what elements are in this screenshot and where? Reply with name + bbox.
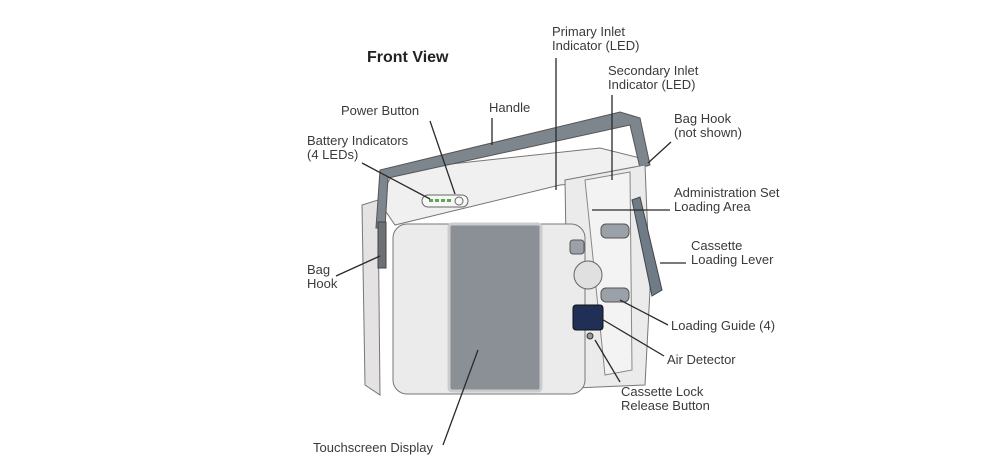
left-side-panel: [361, 199, 381, 396]
label-line: Bag Hook: [674, 111, 732, 126]
label-handle: Handle: [489, 100, 531, 115]
diagram-title: Front View: [367, 49, 449, 66]
label-line: Secondary Inlet: [608, 63, 699, 78]
cassette-lever-shape: [631, 196, 663, 297]
label-line: Primary Inlet: [552, 24, 625, 39]
label-line: Cassette Lock: [621, 384, 704, 399]
label-touchscreen: Touchscreen Display: [313, 440, 433, 455]
label-line: Cassette: [691, 238, 743, 253]
label-line: Bag: [307, 262, 331, 277]
label-line: Hook: [307, 276, 338, 291]
label-power-button: Power Button: [341, 103, 420, 118]
label-line: Release Button: [621, 398, 710, 413]
label-bag-hook-right: Bag Hook(not shown): [674, 112, 742, 140]
label-line: Indicator (LED): [552, 38, 640, 53]
label-line: Loading Area: [674, 199, 751, 214]
label-line: Loading Lever: [691, 252, 774, 267]
label-loading-guide: Loading Guide (4): [671, 318, 776, 333]
label-line: Administration Set: [674, 185, 780, 200]
label-air-detector: Air Detector: [667, 352, 736, 367]
label-line: Indicator (LED): [608, 77, 696, 92]
touchscreen-shape: [447, 222, 543, 393]
leader-lines: [335, 58, 686, 446]
label-battery: Battery Indicators(4 LEDs): [307, 134, 408, 162]
label-line: (4 LEDs): [307, 147, 359, 162]
label-line: Battery Indicators: [307, 133, 409, 148]
label-line: (not shown): [674, 125, 742, 140]
air-detector-shape: [572, 304, 604, 331]
